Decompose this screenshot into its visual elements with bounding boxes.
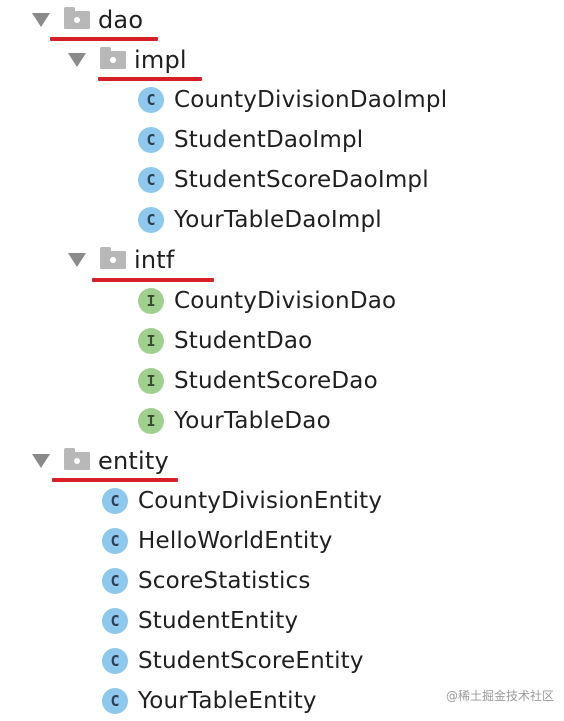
class-item-your-table-dao-impl[interactable]: C YourTableDaoImpl [138, 200, 382, 240]
package-label-impl: impl [134, 46, 187, 74]
class-name: ScoreStatistics [138, 568, 311, 594]
chevron-down-icon[interactable] [68, 53, 86, 67]
interface-item-student-score-dao[interactable]: I StudentScoreDao [138, 361, 378, 401]
class-icon: C [102, 608, 128, 634]
highlight-underline-impl [98, 77, 202, 81]
interface-item-student-dao[interactable]: I StudentDao [138, 321, 312, 361]
interface-name: StudentScoreDao [174, 368, 378, 394]
class-name: StudentScoreDaoImpl [174, 167, 429, 193]
chevron-down-icon[interactable] [68, 253, 86, 267]
package-label-intf: intf [134, 246, 175, 274]
interface-icon: I [138, 328, 164, 354]
class-icon: C [138, 167, 164, 193]
highlight-underline-intf [92, 278, 214, 282]
package-row-entity[interactable]: entity [32, 441, 169, 481]
class-icon: C [102, 528, 128, 554]
package-row-impl[interactable]: impl [68, 40, 187, 80]
class-item-county-division-dao-impl[interactable]: C CountyDivisionDaoImpl [138, 80, 447, 120]
class-item-your-table-entity[interactable]: C YourTableEntity [102, 681, 317, 721]
interface-name: CountyDivisionDao [174, 288, 397, 314]
package-row-dao[interactable]: dao [32, 0, 143, 40]
package-folder-icon [100, 247, 126, 269]
interface-item-your-table-dao[interactable]: I YourTableDao [138, 401, 331, 441]
class-item-score-statistics[interactable]: C ScoreStatistics [102, 561, 311, 601]
chevron-down-icon[interactable] [32, 13, 50, 27]
class-icon: C [102, 648, 128, 674]
class-icon: C [138, 127, 164, 153]
class-item-hello-world-entity[interactable]: C HelloWorldEntity [102, 521, 333, 561]
class-name: CountyDivisionEntity [138, 488, 383, 514]
interface-icon: I [138, 288, 164, 314]
class-item-student-score-entity[interactable]: C StudentScoreEntity [102, 641, 364, 681]
package-label-entity: entity [98, 447, 169, 475]
chevron-down-icon[interactable] [32, 454, 50, 468]
interface-icon: I [138, 408, 164, 434]
interface-icon: I [138, 368, 164, 394]
watermark: @稀土掘金技术社区 [445, 689, 554, 703]
class-name: HelloWorldEntity [138, 528, 333, 554]
highlight-underline-entity [52, 478, 178, 482]
package-folder-icon [64, 448, 90, 470]
class-icon: C [102, 688, 128, 714]
package-label-dao: dao [98, 6, 144, 34]
class-icon: C [102, 568, 128, 594]
class-item-student-entity[interactable]: C StudentEntity [102, 601, 298, 641]
class-item-county-division-entity[interactable]: C CountyDivisionEntity [102, 481, 382, 521]
interface-name: YourTableDao [174, 408, 331, 434]
class-name: StudentDaoImpl [174, 127, 364, 153]
class-item-student-score-dao-impl[interactable]: C StudentScoreDaoImpl [138, 160, 429, 200]
class-name: YourTableDaoImpl [174, 207, 382, 233]
interface-item-county-division-dao[interactable]: I CountyDivisionDao [138, 281, 396, 321]
class-name: StudentEntity [138, 608, 299, 634]
package-folder-icon [100, 47, 126, 69]
class-icon: C [102, 488, 128, 514]
class-icon: C [138, 207, 164, 233]
class-item-student-dao-impl[interactable]: C StudentDaoImpl [138, 120, 363, 160]
highlight-underline-dao [50, 37, 158, 41]
class-name: YourTableEntity [138, 688, 317, 714]
class-name: CountyDivisionDaoImpl [174, 87, 448, 113]
interface-name: StudentDao [174, 328, 313, 354]
package-folder-icon [64, 7, 90, 29]
class-name: StudentScoreEntity [138, 648, 364, 674]
package-row-intf[interactable]: intf [68, 240, 175, 280]
class-icon: C [138, 87, 164, 113]
